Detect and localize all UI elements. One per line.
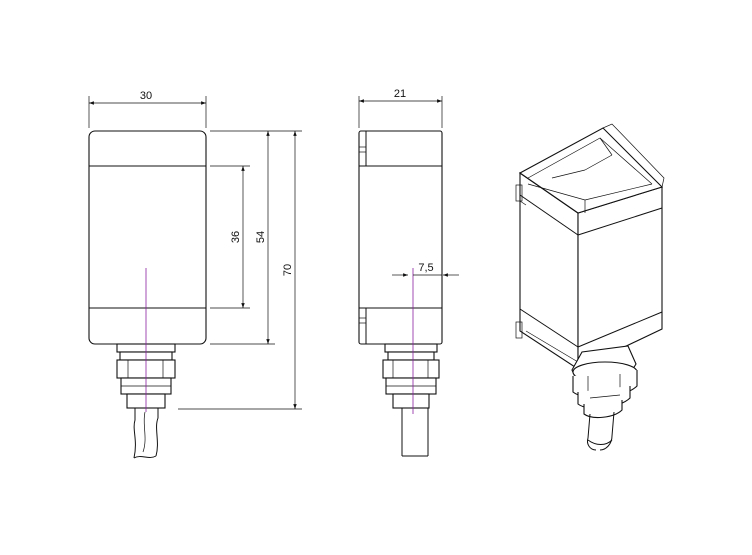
dim-housing-height: 54	[255, 131, 270, 344]
side-cable	[401, 408, 429, 457]
dim-window-height: 36	[230, 166, 245, 308]
front-cable	[133, 408, 159, 459]
side-view: 21 7,5	[358, 88, 459, 457]
iso-cable-gland	[571, 345, 638, 419]
side-housing	[358, 130, 443, 345]
isometric-view	[515, 123, 665, 451]
dim-total-height: 70	[282, 131, 297, 409]
dim-side-depth-label: 21	[394, 88, 406, 100]
front-view: 30 36 54 70	[88, 90, 302, 459]
iso-cable	[587, 411, 615, 451]
dim-mount-offset: 7,5	[392, 262, 459, 277]
dim-front-width-label: 30	[140, 90, 152, 102]
dim-mount-offset-label: 7,5	[418, 262, 433, 274]
dim-side-depth: 21	[358, 88, 443, 128]
dim-window-height-label: 36	[230, 231, 242, 243]
dim-total-height-label: 70	[282, 264, 294, 276]
front-housing	[88, 130, 207, 345]
side-cable-gland	[382, 343, 440, 409]
dim-front-width: 30	[88, 90, 207, 128]
dim-housing-height-label: 54	[255, 231, 267, 243]
